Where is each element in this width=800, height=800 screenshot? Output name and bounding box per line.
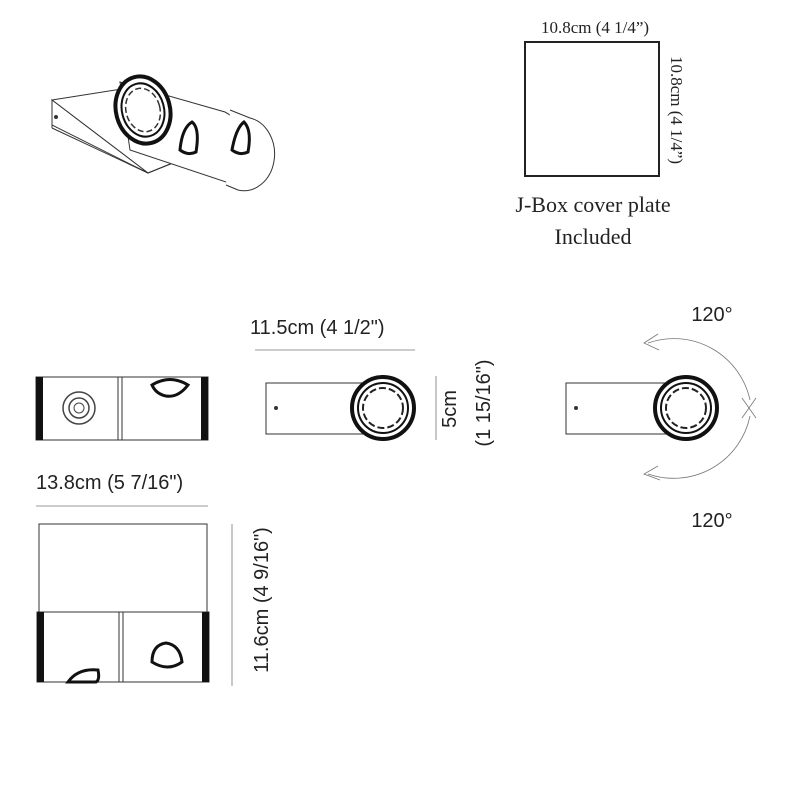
jbox-height-label: 10.8cm (4 1/4”) <box>667 56 686 164</box>
rotation-top-angle: 120° <box>691 304 732 326</box>
jbox-width-label: 10.8cm (4 1/4”) <box>541 18 649 37</box>
front-height-label: 11.6cm (4 9/16") <box>251 527 273 673</box>
jbox-cover-plate: 10.8cm (4 1/4”) 10.8cm (4 1/4”) J-Box co… <box>515 18 686 249</box>
screw-hole-icon <box>54 115 58 119</box>
jbox-square <box>524 41 660 177</box>
jbox-caption: J-Box cover plate <box>515 192 670 217</box>
side-view-fixture-drawing: 11.5cm (4 1/2") 5cm (1 15/16") <box>250 317 495 447</box>
side-height-label: 5cm <box>439 390 461 428</box>
rotation-view-drawing: 120° 120° <box>565 304 757 532</box>
screw-hole-icon <box>574 406 578 410</box>
rotation-arc-lower <box>647 415 751 479</box>
perspective-fixture-drawing <box>50 74 276 192</box>
rotation-arc-upper <box>647 338 751 401</box>
arrow-left-icon <box>643 333 660 351</box>
front-width-label: 13.8cm (5 7/16") <box>36 472 183 494</box>
jbox-caption-included: Included <box>555 224 632 249</box>
pivot-cross-icon <box>741 397 757 419</box>
rotation-bottom-angle: 120° <box>691 510 732 532</box>
side-width-label: 11.5cm (4 1/2") <box>250 317 385 339</box>
front-view-fixture-drawing: 13.8cm (5 7/16") 11.6cm (4 9/16") <box>36 472 273 686</box>
arrow-left-icon <box>643 465 661 481</box>
side-height-label-imperial: (1 15/16") <box>473 359 495 446</box>
top-view-fixture-drawing <box>35 376 209 441</box>
screw-hole-icon <box>274 406 278 410</box>
